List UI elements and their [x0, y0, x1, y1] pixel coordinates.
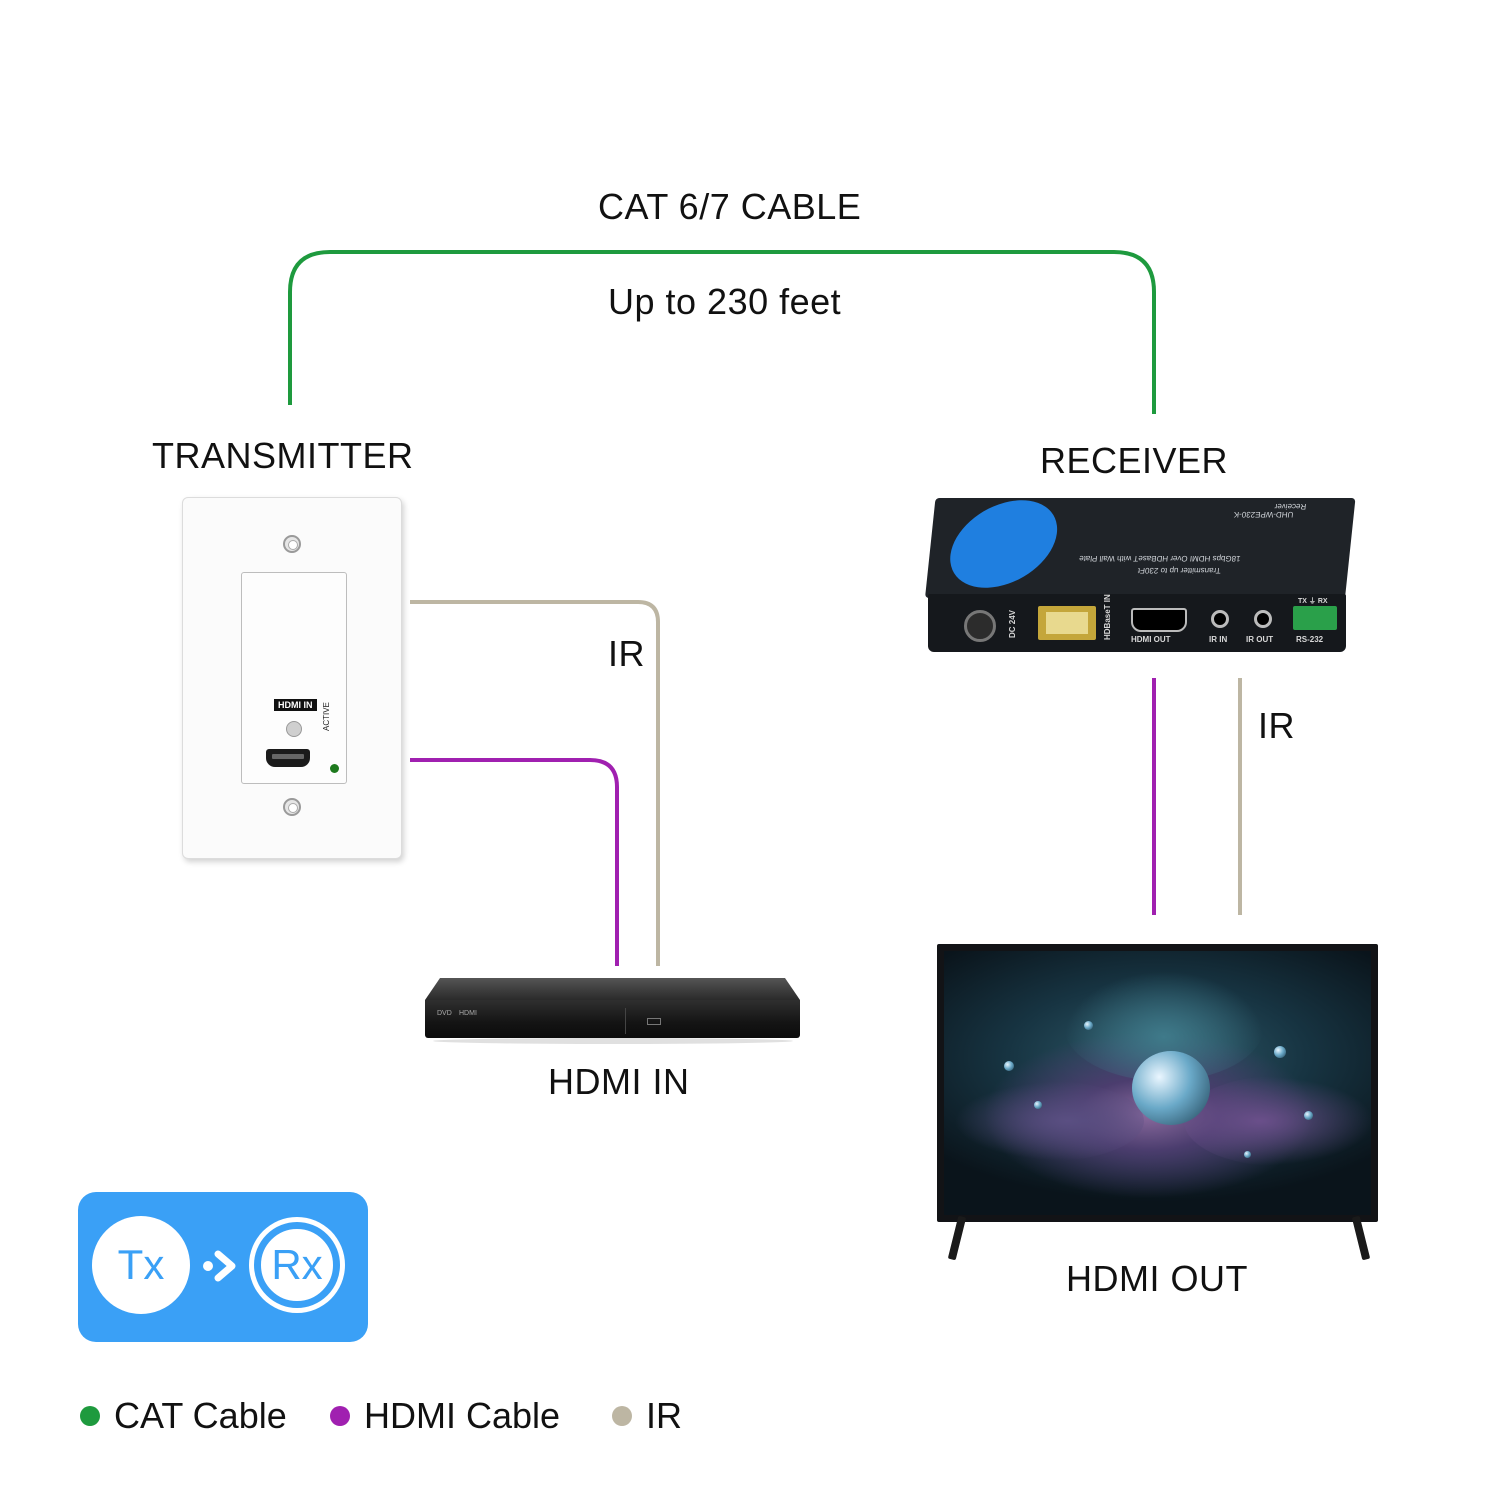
rx-circle: Rx	[254, 1222, 340, 1308]
receiver-description: 18Gbps HDMI Over HDBaseT with Wall Plate	[1078, 554, 1242, 563]
dvd-shadow	[433, 1038, 793, 1044]
hdmi-port-icon	[266, 749, 310, 767]
rs232-terminal-icon	[1293, 606, 1337, 630]
ir-out-port-label: IR OUT	[1246, 635, 1274, 644]
txrx-label: TX ⏚ RX	[1298, 598, 1328, 605]
dc-power-jack-icon	[964, 610, 996, 642]
hdmi-cable-line-left	[410, 758, 619, 966]
rx-text: Rx	[271, 1241, 323, 1288]
receiver-front-panel: DC 24V HDBaseT IN HDMI OUT IR IN IR OUT …	[928, 594, 1346, 652]
receiver-description-2: Transmitter up to 230Ft	[1137, 566, 1222, 575]
water-drop	[1084, 1021, 1093, 1030]
receiver-model-name: Receiver	[1274, 502, 1307, 511]
transmitter-label: TRANSMITTER	[152, 435, 414, 476]
receiver-model-code: UHD-WPE230-K	[1233, 510, 1294, 519]
legend-dot-ir	[612, 1406, 632, 1426]
legend-label-cat: CAT Cable	[114, 1395, 287, 1436]
legend-dot-cat	[80, 1406, 100, 1426]
ir-cable-line-left	[410, 600, 660, 966]
dvd-usb-port-icon	[647, 1018, 661, 1025]
legend-dot-hdmi	[330, 1406, 350, 1426]
tv-screen-image	[944, 951, 1371, 1215]
ir-in-port-label: IR IN	[1209, 635, 1228, 644]
rj45-port-icon	[1038, 606, 1096, 640]
hdmi-in-label: HDMI IN	[548, 1061, 690, 1102]
dvd-tray-divider	[625, 1008, 626, 1034]
active-led-label: ACTIVE	[322, 702, 331, 731]
wall-plate-insert: HDMI IN ACTIVE	[241, 572, 347, 784]
tx-circle: Tx	[92, 1216, 190, 1314]
flower-petal	[1184, 1076, 1371, 1166]
brand-swoosh-icon	[937, 482, 1071, 606]
ir-sensor-icon	[286, 721, 302, 737]
hdmi-in-tag: HDMI IN	[274, 699, 317, 711]
water-drop	[1304, 1111, 1313, 1120]
screw-icon	[283, 798, 301, 816]
hdmi-out-port-label: HDMI OUT	[1131, 635, 1171, 644]
cable-length: Up to 230 feet	[608, 281, 842, 322]
legend-label-ir: IR	[646, 1395, 682, 1436]
legend-item-hdmi: HDMI Cable	[330, 1395, 560, 1437]
dvd-logo: DVD	[437, 1010, 452, 1017]
ir-out-jack-icon	[1254, 610, 1272, 628]
transmitter-wall-plate: HDMI IN ACTIVE	[182, 497, 402, 859]
legend-item-ir: IR	[612, 1395, 682, 1437]
active-led-icon	[330, 764, 339, 773]
receiver-label: RECEIVER	[1040, 440, 1229, 481]
flower-petal	[954, 1081, 1144, 1161]
dvd-player-top	[425, 978, 800, 1000]
receiver-top-panel: UHD-WPE230-K Receiver 18Gbps HDMI Over H…	[925, 482, 1356, 606]
tx-rx-badge: Tx Rx	[78, 1192, 368, 1342]
screw-icon	[283, 535, 301, 553]
dvd-player: DVD HDMI	[425, 978, 800, 1044]
dc-port-label: DC 24V	[1008, 609, 1017, 638]
ir-label-left: IR	[608, 633, 645, 674]
legend-label-hdmi: HDMI Cable	[364, 1395, 561, 1436]
water-drop	[1244, 1151, 1251, 1158]
hdmi-out-port-icon	[1131, 608, 1187, 632]
dvd-hdmi-logo: HDMI	[459, 1010, 477, 1017]
hdbaset-port-label: HDBaseT IN	[1103, 594, 1112, 640]
tx-text: Tx	[117, 1241, 165, 1288]
hdmi-out-label: HDMI OUT	[1066, 1258, 1248, 1299]
legend-item-cat: CAT Cable	[80, 1395, 287, 1437]
rs232-port-label: RS-232	[1296, 635, 1324, 644]
ir-label-right: IR	[1258, 705, 1295, 746]
water-drop	[1004, 1061, 1014, 1071]
television	[937, 944, 1378, 1261]
water-drop	[1132, 1051, 1210, 1125]
water-drop	[1274, 1046, 1286, 1058]
water-drop	[1034, 1101, 1042, 1109]
cable-title: CAT 6/7 CABLE	[598, 186, 862, 227]
ir-in-jack-icon	[1211, 610, 1229, 628]
cat-cable-line	[288, 250, 1156, 414]
chevron-right-icon	[203, 1250, 236, 1282]
dvd-player-front: DVD HDMI	[425, 1000, 800, 1038]
